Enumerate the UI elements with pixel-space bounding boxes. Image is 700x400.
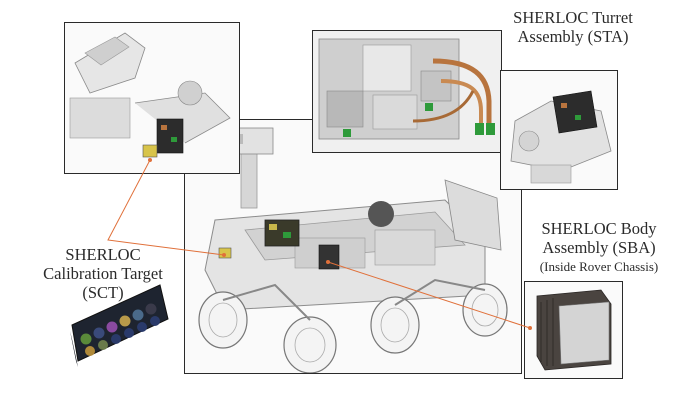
calibration-target (68, 283, 172, 369)
sct-label-line2: Calibration Target (43, 263, 163, 283)
sba-label-line1: SHERLOC Body (541, 219, 657, 238)
sct-label: SHERLOC Calibration Target (SCT) (18, 245, 188, 303)
sta-turret-illustration (501, 71, 617, 189)
sba-label: SHERLOC Body Assembly (SBA) (Inside Rove… (510, 219, 688, 275)
arm-detail-illustration (65, 23, 239, 173)
sta-label-line2: Assembly (STA) (517, 26, 629, 46)
arm-detail-frame (64, 22, 240, 174)
sta-electronics-illustration (313, 31, 501, 152)
calibration-target-illustration (70, 284, 169, 367)
sta-label-line1: SHERLOC Turret (513, 8, 633, 27)
sba-label-line3: (Inside Rover Chassis) (539, 258, 659, 274)
sta-turret-frame (500, 70, 618, 190)
sct-label-line3: (SCT) (82, 282, 124, 302)
sba-illustration (525, 282, 622, 378)
sct-label-line1: SHERLOC (65, 245, 141, 264)
sba-label-line2: Assembly (SBA) (542, 237, 656, 257)
sta-label: SHERLOC Turret Assembly (STA) (492, 8, 654, 47)
sta-electronics-frame (312, 30, 502, 153)
sba-detail-frame (524, 281, 623, 379)
